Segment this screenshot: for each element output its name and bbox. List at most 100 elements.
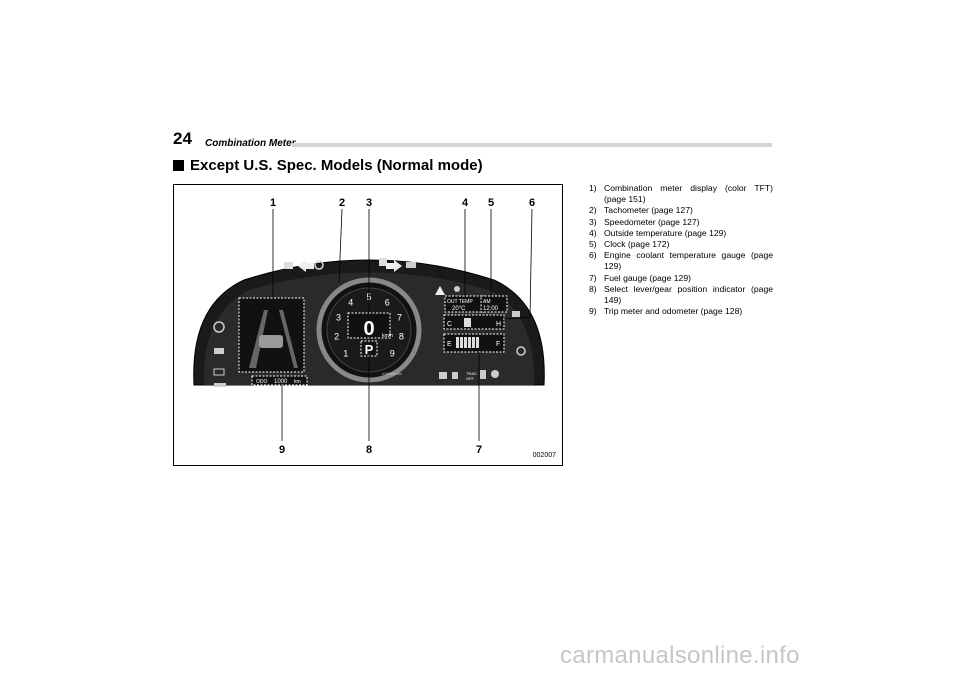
- car-icon: [259, 335, 283, 348]
- page-number: 24: [173, 129, 192, 148]
- legend-text: Speedometer (page 127): [604, 216, 700, 227]
- odo-label: ODO: [256, 379, 268, 385]
- right-turn-signal-icon: [386, 260, 402, 272]
- callout-6: 6: [529, 197, 535, 209]
- legend-number: 9): [589, 306, 597, 317]
- legend-number: 7): [589, 272, 597, 283]
- legend-item: 6) Engine coolant temperature gauge (page…: [589, 250, 773, 272]
- legend-item: 1) Combination meter display (color TFT) …: [589, 183, 773, 205]
- coolant-cold-label: C: [447, 321, 452, 328]
- callout-7: 7: [476, 444, 482, 456]
- legend-item: 7) Fuel gauge (page 129): [589, 273, 773, 284]
- watermark: carmanualsonline.info: [560, 642, 800, 669]
- callout-4: 4: [462, 197, 469, 209]
- legend-text: Combination meter display (color TFT) (p…: [604, 183, 773, 205]
- speed-value: 0: [363, 318, 374, 340]
- section-title: Combination Meter: [205, 138, 296, 149]
- legend-number: 2): [589, 205, 597, 216]
- fuel-empty-label: E: [447, 341, 452, 348]
- tach-label: 2: [334, 331, 339, 341]
- callout-5: 5: [488, 197, 494, 209]
- abs-warning-icon: [213, 321, 225, 333]
- legend-item: 2) Tachometer (page 127): [589, 205, 773, 216]
- legend-number: 5): [589, 239, 597, 250]
- callout-9: 9: [279, 444, 285, 456]
- square-bullet-icon: [173, 160, 184, 171]
- fuel-low-icon: [452, 372, 458, 379]
- callout-legend: 1) Combination meter display (color TFT) …: [589, 183, 773, 317]
- callout-1: 1: [270, 197, 276, 209]
- legend-item: 9) Trip meter and odometer (page 128): [589, 306, 773, 317]
- speed-box: [347, 312, 391, 339]
- tach-label: 1: [343, 348, 348, 358]
- callout-2: 2: [339, 197, 345, 209]
- coolant-hot-label: H: [496, 321, 501, 328]
- seatbelt-icon: [454, 286, 460, 292]
- out-temp-label: OUT TEMP: [447, 299, 473, 305]
- top-indicator-row: [284, 258, 460, 295]
- clock-ampm: AM: [483, 299, 491, 305]
- legend-number: 1): [589, 183, 597, 193]
- tach-label: 4: [348, 298, 353, 308]
- odo-unit: km: [294, 379, 301, 385]
- legend-number: 4): [589, 227, 597, 238]
- header-rule: [292, 143, 772, 147]
- legend-number: 6): [589, 250, 597, 261]
- outside-temp-box: [444, 295, 486, 313]
- legend-text: Tachometer (page 127): [604, 205, 693, 216]
- security-indicator-icon: [439, 372, 447, 379]
- coolant-temp-icon: [512, 311, 520, 317]
- callout-3: 3: [366, 197, 372, 209]
- lane-line-right: [279, 310, 298, 368]
- callout-numbers: 1 2 3 4 5 6 9 8 7: [270, 197, 535, 456]
- fuel-level-bars: [456, 337, 479, 348]
- odo-value: 1000: [274, 379, 288, 385]
- legend-number: 3): [589, 216, 597, 227]
- tach-label: 3: [336, 312, 341, 322]
- brake-warning-icon: [314, 260, 324, 270]
- coolant-bar: [464, 318, 471, 327]
- oil-pressure-icon: [214, 383, 226, 387]
- section-heading-text: Except U.S. Spec. Models (Normal mode): [190, 157, 483, 174]
- tach-unit: x1000r/min: [382, 371, 402, 376]
- clock-box: [480, 295, 508, 313]
- tach-label: 8: [399, 331, 404, 341]
- check-engine-icon: [214, 348, 224, 354]
- parking-indicator-icon: [379, 258, 387, 266]
- lane-line-left: [249, 310, 268, 368]
- legend-text: Outside temperature (page 129): [604, 227, 727, 238]
- legend-text: Select lever/gear position indicator (pa…: [604, 283, 773, 306]
- power-steering-icon: [516, 346, 526, 356]
- figure-code: 002007: [532, 452, 556, 459]
- callout-lines: [272, 208, 533, 441]
- fog-light-icon: [406, 262, 416, 268]
- fuel-full-label: F: [496, 341, 500, 348]
- tach-label: 7: [397, 312, 402, 322]
- left-turn-signal-icon: [298, 260, 314, 272]
- legend-text: Engine coolant temperature gauge (page 1…: [604, 250, 773, 272]
- speed-unit: km/h: [382, 333, 393, 339]
- warning-triangle-icon: [435, 286, 445, 295]
- legend-text: Fuel gauge (page 129): [604, 272, 691, 283]
- headlight-indicator-icon: [284, 262, 293, 269]
- legend-item: 4) Outside temperature (page 129): [589, 228, 773, 239]
- legend-text: Clock (page 172): [604, 239, 670, 250]
- clock-time: 12:00: [483, 306, 499, 312]
- coolant-gauge: [443, 314, 505, 330]
- odometer-box: [251, 375, 308, 386]
- vsc-off-icon: [480, 370, 486, 379]
- legend-item: 3) Speedometer (page 127): [589, 217, 773, 228]
- legend-item: 8) Select lever/gear position indicator (…: [589, 284, 773, 306]
- out-temp-value: 20°C: [452, 306, 466, 312]
- legend-item: 5) Clock (page 172): [589, 239, 773, 250]
- legend-text: Trip meter and odometer (page 128): [604, 306, 743, 317]
- battery-icon: [213, 368, 225, 376]
- callout-8: 8: [366, 444, 372, 456]
- gear-indicator: P: [365, 342, 374, 357]
- legend-number: 8): [589, 283, 597, 294]
- airbag-icon: [491, 370, 499, 378]
- tach-label: 9: [390, 348, 395, 358]
